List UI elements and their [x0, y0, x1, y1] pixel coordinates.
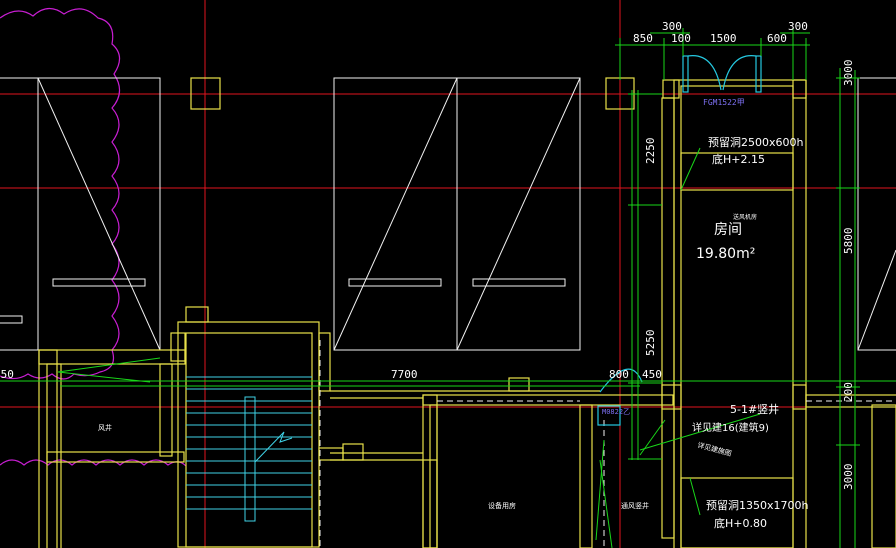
dim-text-5800: 5800: [842, 228, 855, 255]
stair-core-col-l: [170, 332, 186, 362]
window-diagonal-center-b: [456, 77, 581, 351]
leader-line: [599, 459, 613, 548]
dim-text-300-right: 300: [788, 20, 808, 33]
revision-cloud-bottom: [0, 459, 187, 467]
door-tag: FGM1522甲: [703, 98, 745, 107]
opening-top-level: 底H+2.15: [712, 152, 765, 166]
leader-line: [57, 371, 151, 383]
small-block: [508, 377, 530, 392]
vent-shaft-label: 通风竖井: [621, 501, 649, 510]
door-leaf: [755, 55, 762, 93]
room-name: 房间: [714, 222, 742, 238]
dim-text-200: 200: [842, 382, 855, 402]
dim-text-3000-top: 3000: [842, 60, 855, 87]
dim-text-950: 950: [0, 368, 14, 381]
leader-line: [689, 477, 701, 516]
doors: [597, 55, 762, 426]
dim-text-1500: 1500: [710, 32, 737, 45]
door-swing: [722, 55, 757, 91]
dim-text-600: 600: [767, 32, 787, 45]
window-sill-center-a: [348, 278, 442, 287]
left-shaft-col-2: [46, 363, 62, 548]
stair-handrail: [244, 396, 256, 522]
stair-direction-arrow: [254, 431, 293, 463]
window-diagonal-right: [857, 249, 896, 351]
dim-text-300-left: 300: [662, 20, 682, 33]
main-room-col-r-mid: [792, 384, 807, 410]
main-room-col-mid: [661, 384, 682, 410]
equipment-room-label: 设备用房: [488, 501, 516, 510]
dimension-texts: 300 300 850 100 1500 600 7700 800 450 95…: [0, 20, 855, 490]
door-leaf: [682, 55, 689, 93]
equip-room-wall-top: [422, 394, 674, 406]
main-room-col-tr: [792, 79, 807, 99]
dim-text-100: 100: [671, 32, 691, 45]
door-swing: [687, 55, 722, 91]
equip-room-wall-left-inner: [429, 404, 438, 548]
dim-text-3000-bottom: 3000: [842, 464, 855, 491]
leader-line: [57, 357, 161, 373]
stair-core-inner: [185, 332, 313, 548]
opening-top-box: [680, 152, 794, 191]
left-shaft-base: [46, 451, 185, 463]
window-sill-left: [52, 278, 146, 287]
window-diagonal-left: [37, 77, 161, 351]
equip-room-col-bottom: [422, 459, 438, 548]
leader-line: [639, 413, 761, 451]
leader-line: [639, 419, 666, 456]
left-shaft-col: [38, 349, 58, 548]
stair-core-col-r: [318, 332, 331, 392]
equip-room-wall-right: [579, 404, 593, 548]
small-door-tag: M0822乙: [602, 408, 630, 416]
dim-text-5250: 5250: [644, 330, 657, 357]
dim-text-800: 800: [609, 368, 629, 381]
stair-landing-a: [318, 447, 344, 461]
small-label: 送风机房: [733, 213, 757, 221]
opening-bottom-label: 预留洞1350x1700h: [706, 499, 808, 512]
dim-text-2250: 2250: [644, 138, 657, 165]
stair-core-outer: [177, 321, 320, 548]
column-a: [190, 77, 221, 110]
shaft-label: 5-1#竖井: [730, 402, 779, 416]
window-sill-center-b: [472, 278, 566, 287]
opening-top-label: 预留洞2500x600h: [708, 136, 803, 149]
opening-bottom-level: 底H+0.80: [714, 516, 767, 530]
dim-text-7700: 7700: [391, 368, 418, 381]
dim-text-850: 850: [633, 32, 653, 45]
room-area: 19.80m²: [696, 246, 755, 262]
left-shaft-wall-r: [159, 363, 173, 457]
dimension-lines: [0, 28, 896, 548]
window-frame-left: [0, 77, 161, 351]
door-leaf: [597, 405, 621, 426]
left-shaft-label: 风井: [98, 423, 112, 432]
building-outlines: [0, 77, 896, 351]
leader-line: [680, 147, 701, 191]
stair-landing-b: [342, 443, 364, 461]
main-room-left-wall: [661, 97, 675, 539]
window-frame-right: [857, 77, 896, 351]
opening-bottom-box: [680, 477, 794, 548]
walls: [38, 77, 896, 548]
slanted-note: 详见建施图: [696, 440, 732, 458]
main-room-inner: [680, 85, 794, 548]
leader-line: [595, 439, 605, 541]
window-sill-far-left: [0, 315, 23, 324]
window-diagonal-center-a: [333, 77, 458, 351]
stair-core-cap: [185, 306, 209, 323]
main-room-col-tl: [662, 79, 680, 99]
right-col: [871, 404, 896, 548]
stair-treads: [186, 376, 312, 522]
door-swing: [599, 368, 643, 393]
shaft-detail: 详见建16(建筑9): [692, 421, 769, 434]
dim-text-450: 450: [642, 368, 662, 381]
left-shaft-outer: [38, 349, 186, 365]
